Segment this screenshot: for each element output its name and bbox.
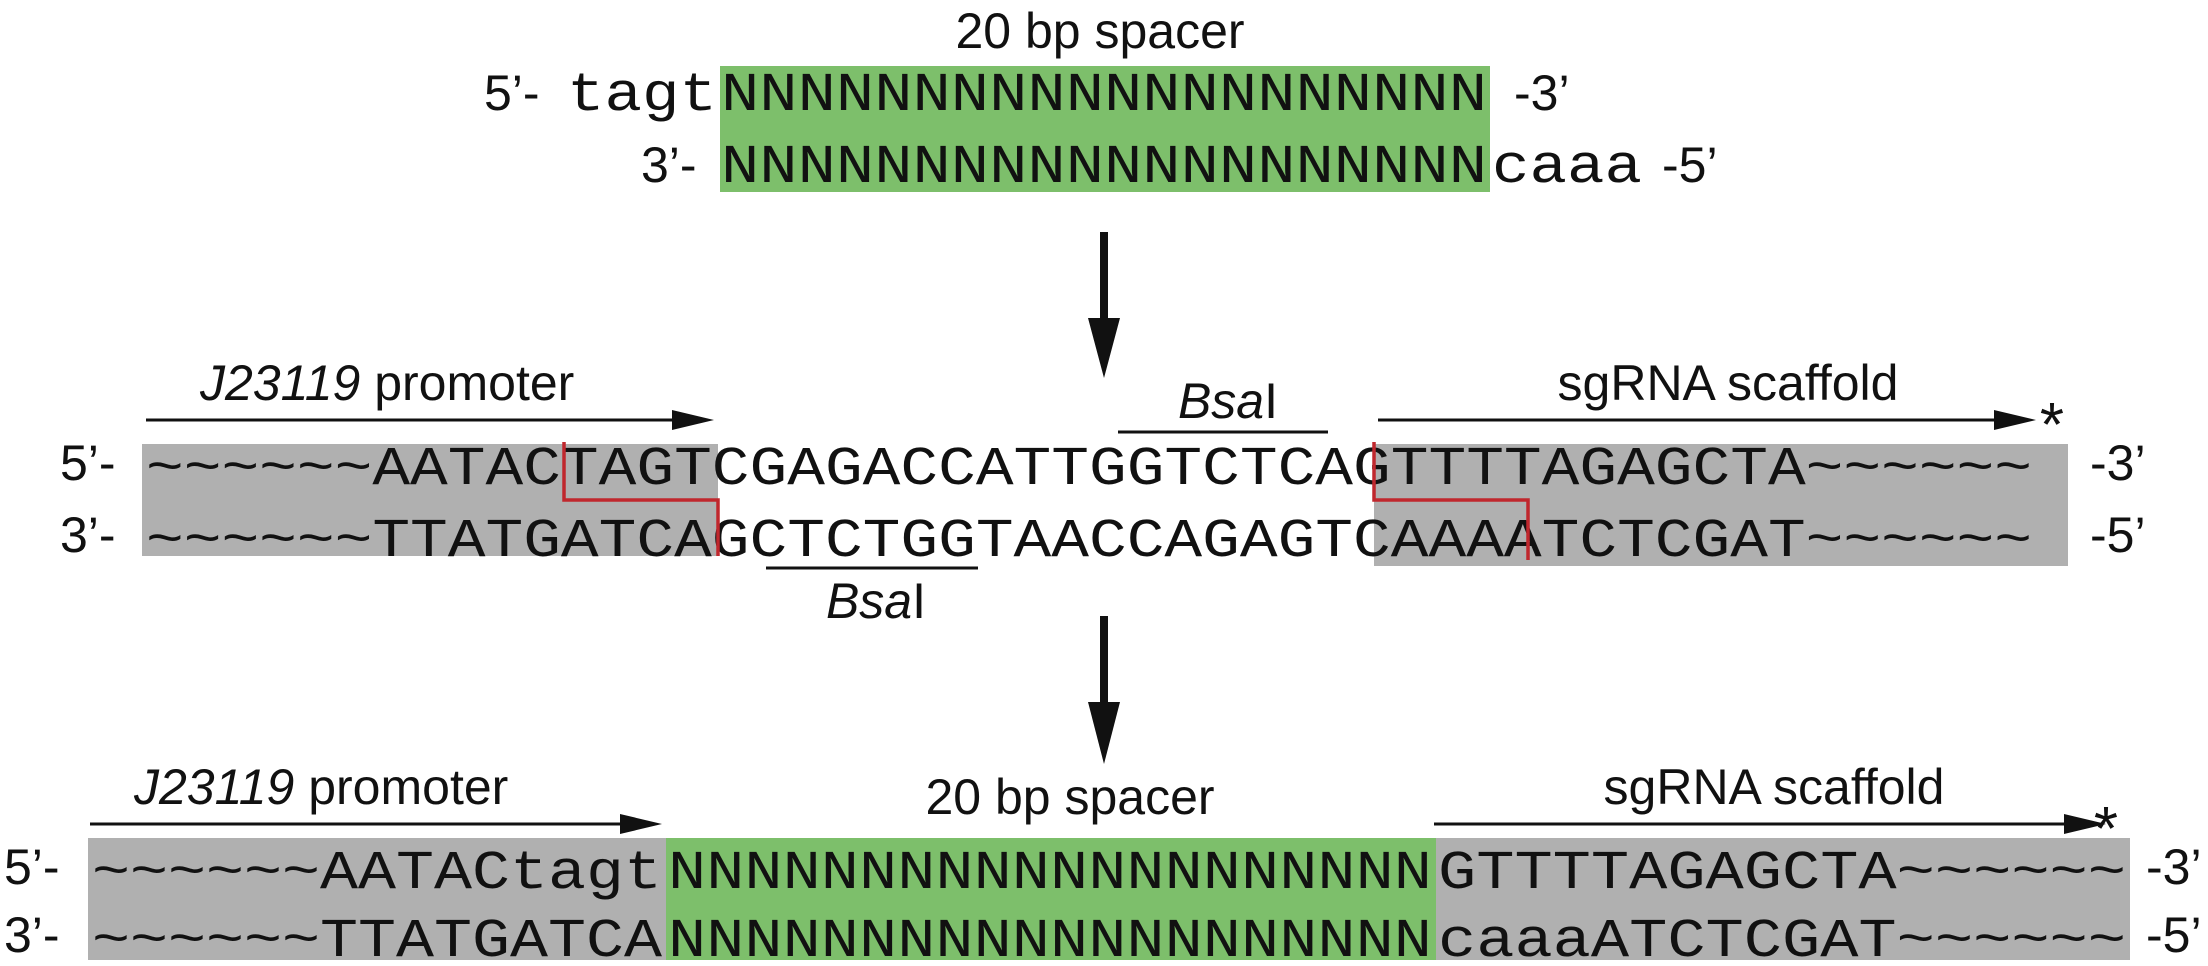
bottom-strand-prefix: 3’- xyxy=(641,137,697,193)
final-scaffold-shaded-region xyxy=(1436,838,2130,960)
top-spacer-label: 20 bp spacer xyxy=(955,3,1244,59)
bottom-strand-overhang: caaa xyxy=(1492,136,1642,199)
final-top-left: ~~~~~~AATACtagt xyxy=(92,842,662,905)
vector-top-suffix: -3’ xyxy=(2090,435,2146,491)
top-strand-prefix: 5’- xyxy=(484,65,540,121)
final-bottom-right: caaaATCTCGAT~~~~~~ xyxy=(1438,910,2126,966)
final-construct: J23119 promoter 20 bp spacer sgRNA scaff… xyxy=(4,759,2202,966)
vector-bottom-sequence: ~~~~~~TTATGATCAGCTCTGGTAACCAGAGTCAAAATCT… xyxy=(146,510,2032,573)
down-arrow xyxy=(1088,232,1120,378)
final-promoter-arrowhead xyxy=(620,814,662,834)
down-arrow-2 xyxy=(1088,616,1120,764)
vector-bottom-suffix: -5’ xyxy=(2090,507,2146,563)
vector-bottom-prefix: 3’- xyxy=(60,507,116,563)
scaffold-shaded-region xyxy=(1374,444,2068,566)
vector-top-prefix: 5’- xyxy=(60,435,116,491)
top-strand-suffix: -3’ xyxy=(1514,65,1570,121)
final-top-right: GTTTTAGAGCTA~~~~~~ xyxy=(1438,842,2126,905)
promoter-shaded-region xyxy=(142,444,718,556)
final-bottom-spacer: NNNNNNNNNNNNNNNNNNNN xyxy=(668,910,1432,966)
bottom-strand-spacer: NNNNNNNNNNNNNNNNNNNN xyxy=(721,136,1487,199)
final-top-suffix: -3’ xyxy=(2146,839,2202,895)
bottom-strand-suffix: -5’ xyxy=(1662,137,1718,193)
bsai-top-label: BsaI xyxy=(1178,373,1278,429)
final-scaffold-arrowhead xyxy=(2064,814,2106,834)
final-bottom-prefix: 3’- xyxy=(4,907,60,963)
oligo-duplex: 20 bp spacer 5’- tagt NNNNNNNNNNNNNNNNNN… xyxy=(484,3,1718,199)
scaffold-label: sgRNA scaffold xyxy=(1558,355,1899,411)
right-cut-site xyxy=(1372,442,1530,560)
top-spacer-box xyxy=(720,66,1490,192)
left-cut-site xyxy=(562,442,720,556)
final-top-spacer: NNNNNNNNNNNNNNNNNNNN xyxy=(668,842,1432,905)
promoter-arrowhead xyxy=(672,410,714,430)
vector-top-sequence: ~~~~~~AATACTAGTCGAGACCATTGGTCTCAGTTTTAGA… xyxy=(146,438,2032,501)
final-scaffold-label: sgRNA scaffold xyxy=(1604,759,1945,815)
bsai-bottom-label: BsaI xyxy=(826,573,926,629)
final-promoter-label: J23119 promoter xyxy=(133,759,508,815)
final-spacer-label: 20 bp spacer xyxy=(925,769,1214,825)
final-bottom-suffix: -5’ xyxy=(2146,907,2202,963)
final-promoter-shaded-region xyxy=(88,838,666,960)
vector-construct: J23119 promoter BsaI sgRNA scaffold * 5’… xyxy=(60,355,2146,629)
final-top-prefix: 5’- xyxy=(4,839,60,895)
promoter-label: J23119 promoter xyxy=(199,355,574,411)
top-strand-spacer: NNNNNNNNNNNNNNNNNNNN xyxy=(721,64,1487,127)
top-strand-overhang: tagt xyxy=(567,64,717,127)
final-bottom-left: ~~~~~~TTATGATCA xyxy=(92,910,662,966)
scaffold-arrowhead xyxy=(1994,410,2036,430)
final-spacer-region xyxy=(666,838,1436,960)
